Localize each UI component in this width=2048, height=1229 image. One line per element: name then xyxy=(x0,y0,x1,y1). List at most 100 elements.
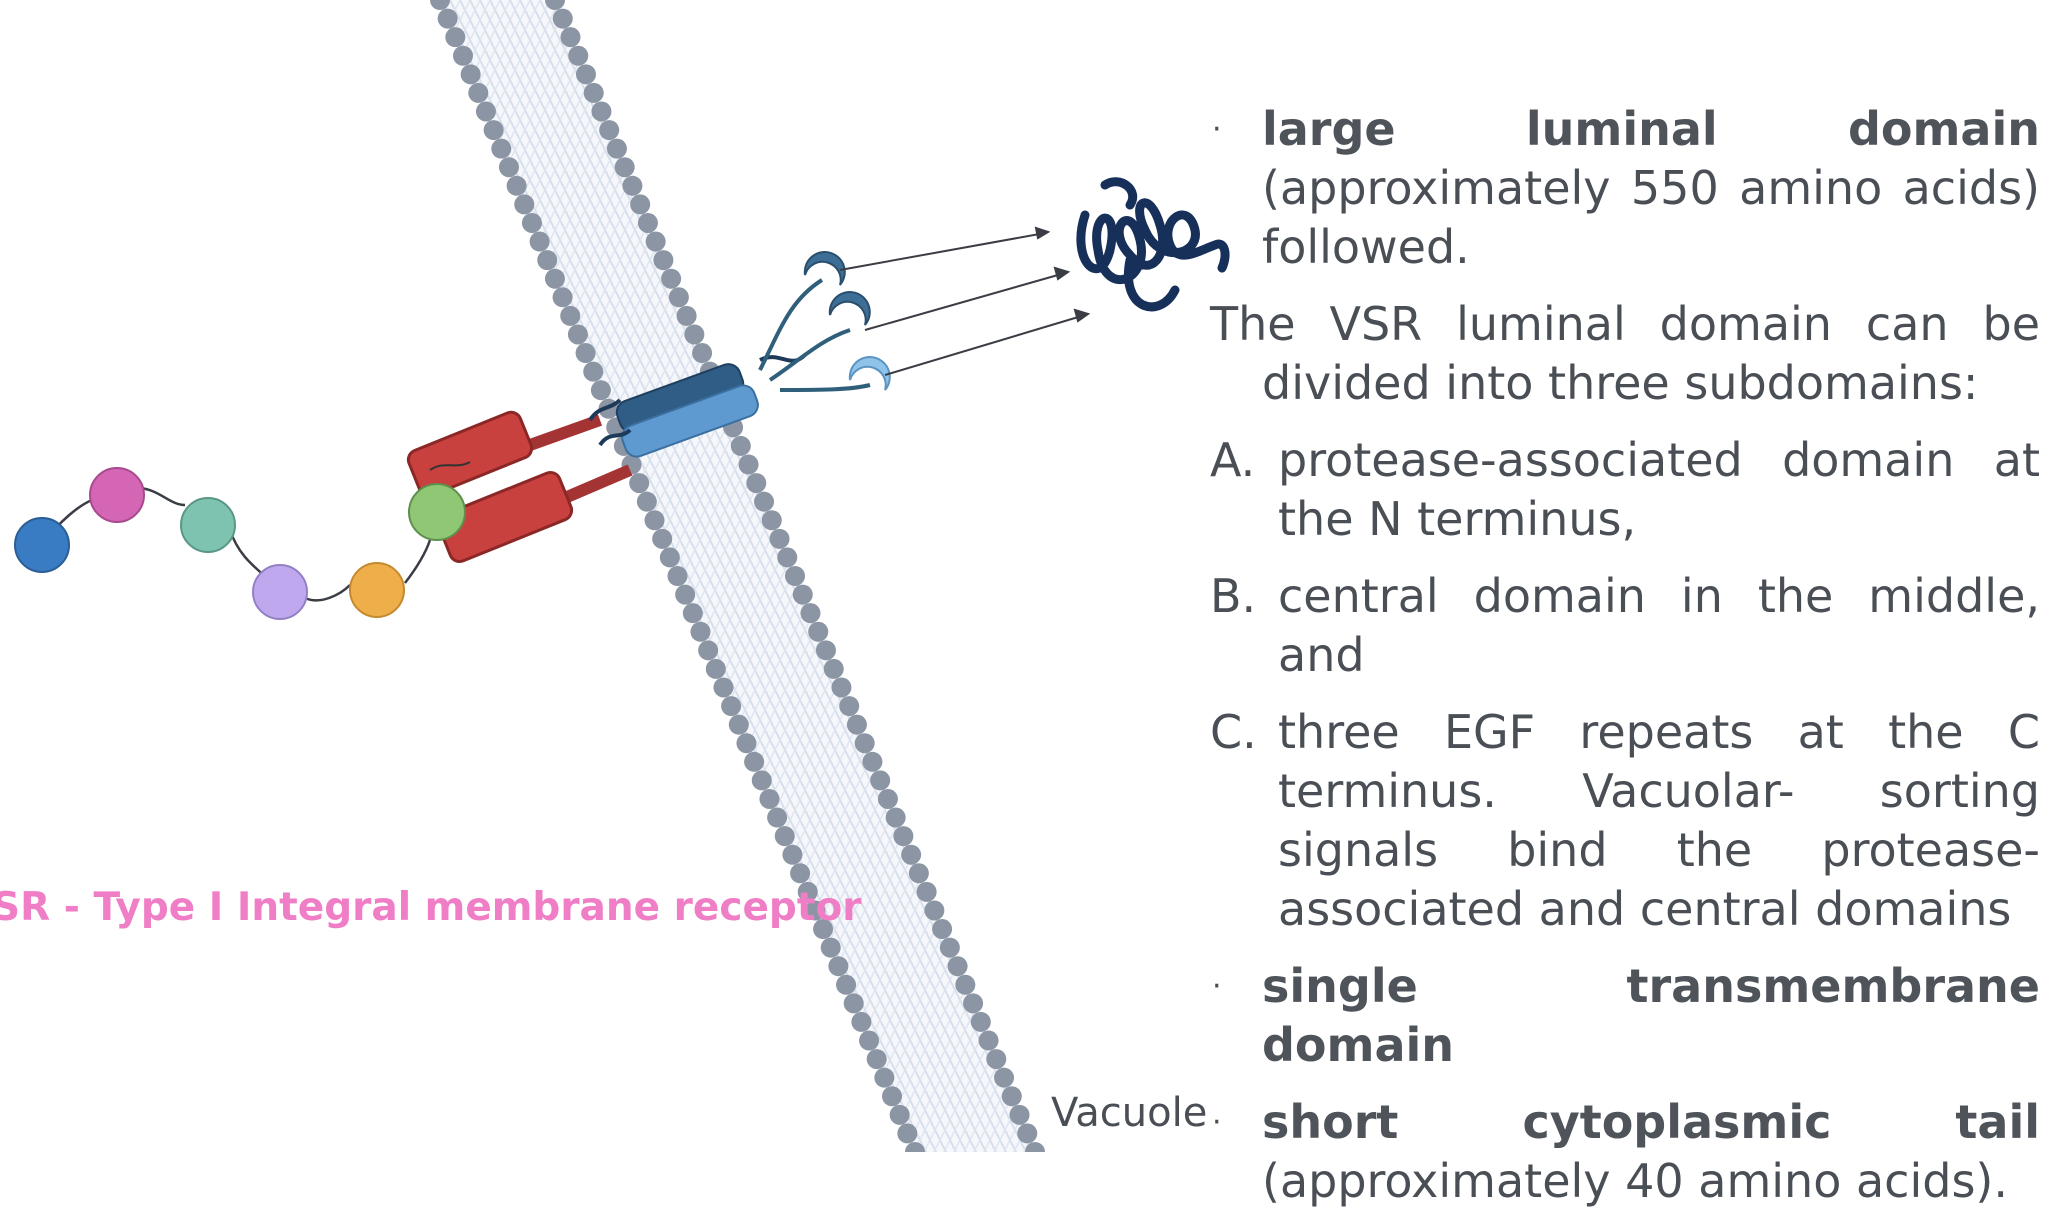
lipid-head xyxy=(808,621,829,642)
lipid-head xyxy=(614,157,635,178)
lipid-head xyxy=(622,175,643,196)
lipid-head xyxy=(805,900,826,921)
lipid-head xyxy=(692,343,713,364)
lipid-head xyxy=(652,528,673,549)
lipid-head xyxy=(970,1011,991,1032)
lipid-head xyxy=(955,974,976,995)
protein-chain xyxy=(14,467,432,620)
lipid-head xyxy=(994,1067,1015,1088)
lipid-head xyxy=(813,919,834,940)
lipid-head xyxy=(705,658,726,679)
lipid-head xyxy=(567,324,588,345)
lipid-head xyxy=(1009,1104,1030,1125)
chain-bead-orange xyxy=(349,562,405,618)
subdomain-c: C. three EGF repeats at the C terminus. … xyxy=(1210,703,2040,939)
lipid-head xyxy=(769,528,790,549)
chain-bead-teal xyxy=(180,497,236,553)
lipid-head xyxy=(746,473,767,494)
chain-bead-magenta xyxy=(89,467,145,523)
lipid-head xyxy=(730,435,751,456)
pointer-arrows xyxy=(839,226,1091,376)
receptor-luminal-domains xyxy=(406,410,633,564)
transmembrane-heading: single transmembrane domain xyxy=(1262,959,2040,1072)
lipid-head xyxy=(870,770,891,791)
subdomain-text: central domain in the middle, and xyxy=(1278,569,2040,682)
subdomain-text: three EGF repeats at the C terminus. Vac… xyxy=(1278,705,2040,936)
lipid-head xyxy=(445,27,466,48)
lipid-head xyxy=(782,844,803,865)
lipid-head xyxy=(843,993,864,1014)
lipid-head xyxy=(1025,1142,1045,1152)
lipid-head xyxy=(568,45,589,66)
lipid-head xyxy=(575,343,596,364)
lipid-head xyxy=(939,937,960,958)
lipid-head xyxy=(552,287,573,308)
lipid-head xyxy=(460,64,481,85)
lipid-head xyxy=(483,120,504,141)
bullet-mark: · xyxy=(1212,112,1222,147)
bullet-mark: · xyxy=(1212,1105,1222,1140)
lipid-head xyxy=(815,640,836,661)
lipid-head xyxy=(644,510,665,531)
lipid-head xyxy=(1001,1086,1022,1107)
lipid-head xyxy=(713,677,734,698)
bullet-cytoplasmic-tail: · short cytoplasmic tail (approximately … xyxy=(1210,1093,2040,1211)
lipid-head xyxy=(859,1030,880,1051)
folded-luminal-domain xyxy=(1076,177,1230,312)
lipid-head xyxy=(630,194,651,215)
lipid-head xyxy=(599,120,620,141)
lipid-head xyxy=(797,881,818,902)
lipid-head xyxy=(591,101,612,122)
luminal-domain-heading: large luminal domain xyxy=(1262,102,2040,156)
lipid-head xyxy=(637,212,658,233)
lipid-head xyxy=(738,454,759,475)
lipid-head xyxy=(823,658,844,679)
lipid-head xyxy=(667,566,688,586)
lipid-head xyxy=(506,175,527,196)
lipid-head xyxy=(947,956,968,977)
lipid-head xyxy=(560,27,581,48)
lipid-head xyxy=(831,677,852,698)
lipid-head xyxy=(661,268,682,289)
lipid-head xyxy=(851,1011,872,1032)
lipid-head xyxy=(901,844,922,865)
lipid-head xyxy=(668,287,689,308)
lipid-head xyxy=(690,621,711,642)
cargo-ligand xyxy=(408,483,466,541)
subdomain-letter: A. xyxy=(1210,433,1256,487)
lipid-head xyxy=(893,826,914,847)
lipid-head xyxy=(552,8,573,29)
vacuole-label: Vacuole xyxy=(1051,1090,1208,1136)
lipid-head xyxy=(1017,1123,1038,1144)
lipid-head xyxy=(468,82,489,103)
lipid-head xyxy=(437,8,458,29)
lipid-head xyxy=(545,0,565,10)
lipid-head xyxy=(800,603,821,624)
lipid-head xyxy=(606,138,627,159)
lipid-head xyxy=(839,696,860,717)
lipid-bilayer xyxy=(430,0,1045,1152)
lipid-head xyxy=(932,919,953,940)
vsr-membrane-illustration xyxy=(14,0,1230,1152)
lipid-head xyxy=(529,231,550,252)
cytoplasmic-tail-text: (approximately 40 amino acids). xyxy=(1262,1154,2008,1208)
chain-bead-lavender xyxy=(252,564,308,620)
lipid-head xyxy=(514,194,535,215)
luminal-domain-text: (approximately 550 amino acids) followed… xyxy=(1262,161,2040,274)
lipid-head xyxy=(905,1142,925,1152)
lipid-head xyxy=(777,547,798,568)
lipid-head xyxy=(790,863,811,884)
subdomain-a: A. protease-associated domain at the N t… xyxy=(1210,431,2040,549)
lipid-head xyxy=(767,807,788,828)
lipid-head xyxy=(897,1123,918,1144)
lipid-heads-inner xyxy=(545,0,1045,1152)
lipid-head xyxy=(583,82,604,103)
bullet-luminal-domain: · large luminal domain (approximately 55… xyxy=(1210,100,2040,277)
lipid-head xyxy=(828,956,849,977)
lipid-head xyxy=(754,491,775,512)
lipid-head xyxy=(874,1067,895,1088)
lipid-head xyxy=(885,807,906,828)
subdomain-letter: C. xyxy=(1210,705,1257,759)
lipid-head xyxy=(761,510,782,531)
lipid-head xyxy=(575,64,596,85)
